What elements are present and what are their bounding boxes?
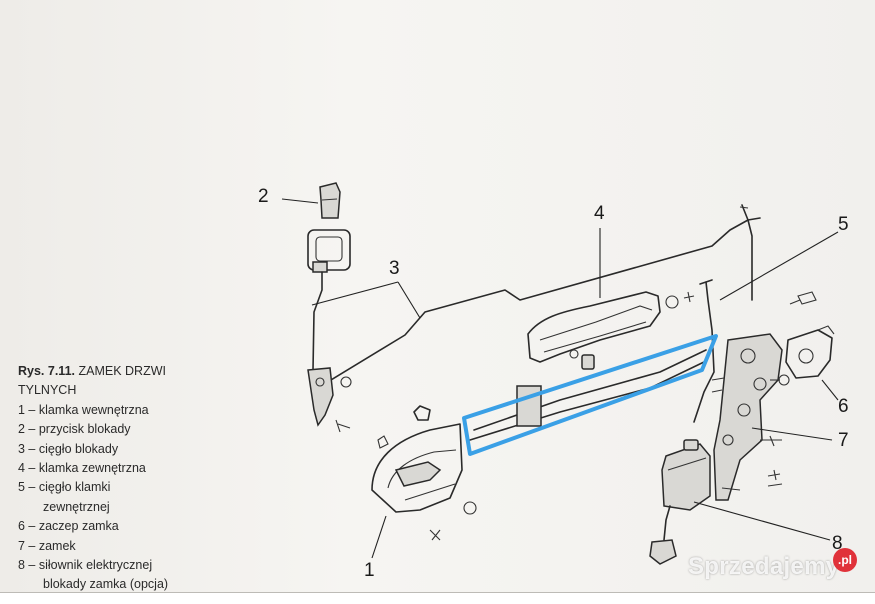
legend-item: 4 – klamka zewnętrzna [18, 461, 146, 476]
legend-item-number: 4 [18, 461, 25, 476]
mounting-screws [767, 291, 817, 487]
highlight-rectangle [462, 334, 718, 456]
interior-link-rods [413, 349, 707, 441]
legend-item-text: przycisk blokady [38, 422, 131, 437]
legend-item-text: klamka zewnętrzna [38, 461, 146, 476]
callout-5: 5 [838, 214, 849, 235]
figure-caption: Rys. 7.11. ZAMEK DRZWI TYLNYCH 1 – klamk… [18, 362, 218, 595]
legend-item: 1 – klamka wewnętrzna [18, 402, 149, 417]
inner-latch-mechanism [307, 367, 352, 433]
legend-item-number: 3 [18, 441, 25, 456]
watermark-logo: Sprzedajemy [688, 553, 840, 580]
legend-item: 3 – cięgło blokady [18, 441, 119, 456]
legend-item-text: zaczep zamka [38, 519, 119, 534]
legend-item-number: 2 [18, 422, 25, 437]
legend-item-number: 5 [18, 480, 25, 495]
callout-3: 3 [389, 258, 400, 279]
lock-button-part [319, 182, 341, 219]
legend-item-continuation: zewnętrznej [43, 499, 110, 514]
figure-number: Rys. 7.11. [18, 364, 75, 378]
callout-7: 7 [838, 430, 849, 451]
inner-handle-part [371, 423, 477, 541]
lock-assembly-part [711, 333, 783, 501]
legend-item: 6 – zaczep zamka [18, 519, 119, 534]
legend-item: 2 – przycisk blokady [18, 422, 131, 437]
legend-item-text: zamek [38, 538, 76, 553]
legend-item-number: 7 [18, 538, 25, 553]
legend-item: 7 – zamek [18, 538, 76, 553]
legend-item-text: cięgło blokady [38, 441, 119, 456]
outer-handle-rod-part [693, 279, 715, 423]
legend-item-text: siłownik elektrycznej [38, 558, 153, 573]
callout-8: 8 [832, 533, 843, 554]
electric-actuator-part [649, 439, 711, 565]
legend-item-text: klamka wewnętrzna [38, 402, 149, 417]
callout-6: 6 [838, 396, 849, 417]
callout-2: 2 [258, 186, 269, 207]
watermark-badge: .pl [833, 548, 857, 572]
callout-leader-lines [281, 198, 839, 559]
figure-title-line2: TYLNYCH [18, 383, 77, 398]
lock-knob-bezel [307, 229, 351, 273]
striker-part [785, 325, 835, 379]
legend-list: 1 – klamka wewnętrzna 2 – przycisk blokad… [18, 401, 218, 595]
page-bottom-edge [0, 592, 875, 604]
legend-item-number: 6 [18, 519, 25, 534]
figure-title-line1: ZAMEK DRZWI [78, 364, 166, 378]
outer-handle-part [527, 291, 695, 370]
callout-1: 1 [364, 560, 375, 581]
legend-item-continuation: blokady zamka (opcja) [43, 577, 169, 592]
figure-title: Rys. 7.11. ZAMEK DRZWI [18, 362, 218, 381]
callout-4: 4 [594, 203, 605, 224]
legend-item-text: cięgło klamki [38, 480, 111, 495]
legend-item-number: 1 [18, 402, 25, 417]
lock-rod-part [312, 204, 761, 384]
legend-item-number: 8 [18, 558, 25, 573]
